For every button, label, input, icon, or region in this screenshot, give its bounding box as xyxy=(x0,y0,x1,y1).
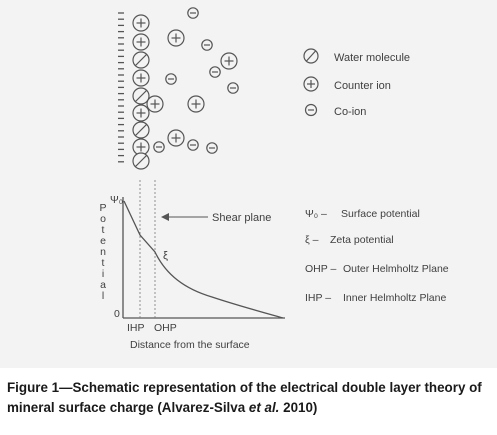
legend-def-ihp: IHP –Inner Helmholtz Plane xyxy=(305,292,446,304)
counter-ion-icon xyxy=(132,104,150,122)
psi0-label: Ψ₀ xyxy=(110,194,123,206)
legend-co-ion: Co-ion xyxy=(304,103,366,118)
counter-ion-icon xyxy=(220,52,238,70)
figure-caption: Figure 1—Schematic representation of the… xyxy=(7,378,493,418)
counter-ion-icon xyxy=(187,95,205,113)
legend-counter-ion-label: Counter ion xyxy=(334,80,391,92)
legend-co-ion-label: Co-ion xyxy=(334,106,366,118)
ihp-tick-label: IHP xyxy=(127,322,145,334)
ohp-tick-label: OHP xyxy=(154,322,177,334)
legend-definitions: Ψ₀ –Surface potential ξ –Zeta potential … xyxy=(305,208,449,304)
water-molecule-icon xyxy=(132,121,150,139)
double-layer-diagram: Water molecule Counter ion Co-ion xyxy=(99,7,449,351)
legend-def-zeta: ξ –Zeta potential xyxy=(305,234,394,246)
counter-ion-icon xyxy=(303,76,319,92)
legend-water-molecule: Water molecule xyxy=(303,48,410,64)
water-molecule-icon xyxy=(132,87,150,105)
co-ion-icon xyxy=(209,66,221,78)
shear-plane-label: Shear plane xyxy=(212,212,271,224)
water-molecule-icon xyxy=(303,48,319,64)
co-ion-icon xyxy=(304,103,318,117)
counter-ion-icon xyxy=(167,29,185,47)
caption-italic: et al. xyxy=(248,400,280,415)
caption-text: Figure 1—Schematic representation of the… xyxy=(7,380,482,415)
co-ion-icon xyxy=(206,142,218,154)
counter-ion-icon xyxy=(132,33,150,51)
water-molecule-icon xyxy=(132,51,150,69)
figure-panel: Water molecule Counter ion Co-ion xyxy=(0,0,497,368)
ion-cloud xyxy=(132,7,239,170)
surface-negative-charges xyxy=(118,12,124,163)
counter-ion-icon xyxy=(146,95,164,113)
co-ion-icon xyxy=(165,73,177,85)
co-ion-icon xyxy=(227,82,239,94)
counter-ion-icon xyxy=(132,14,150,32)
legend-counter-ion: Counter ion xyxy=(303,76,391,92)
counter-ion-icon xyxy=(167,129,185,147)
legend-water-molecule-label: Water molecule xyxy=(334,52,410,64)
co-ion-icon xyxy=(187,7,199,19)
origin-label: 0 xyxy=(114,308,120,320)
caption-text-end: 2010) xyxy=(279,400,318,415)
potential-curve xyxy=(123,200,284,319)
x-axis-label: Distance from the surface xyxy=(130,339,250,351)
water-molecule-icon xyxy=(132,152,150,170)
co-ion-icon xyxy=(153,141,165,153)
legend-def-psi0: Ψ₀ –Surface potential xyxy=(305,208,420,220)
co-ion-icon xyxy=(201,39,213,51)
co-ion-icon xyxy=(187,139,199,151)
legend-def-ohp: OHP –Outer Helmholtz Plane xyxy=(305,263,449,275)
zeta-potential-symbol: ξ xyxy=(163,250,168,262)
counter-ion-icon xyxy=(132,69,150,87)
